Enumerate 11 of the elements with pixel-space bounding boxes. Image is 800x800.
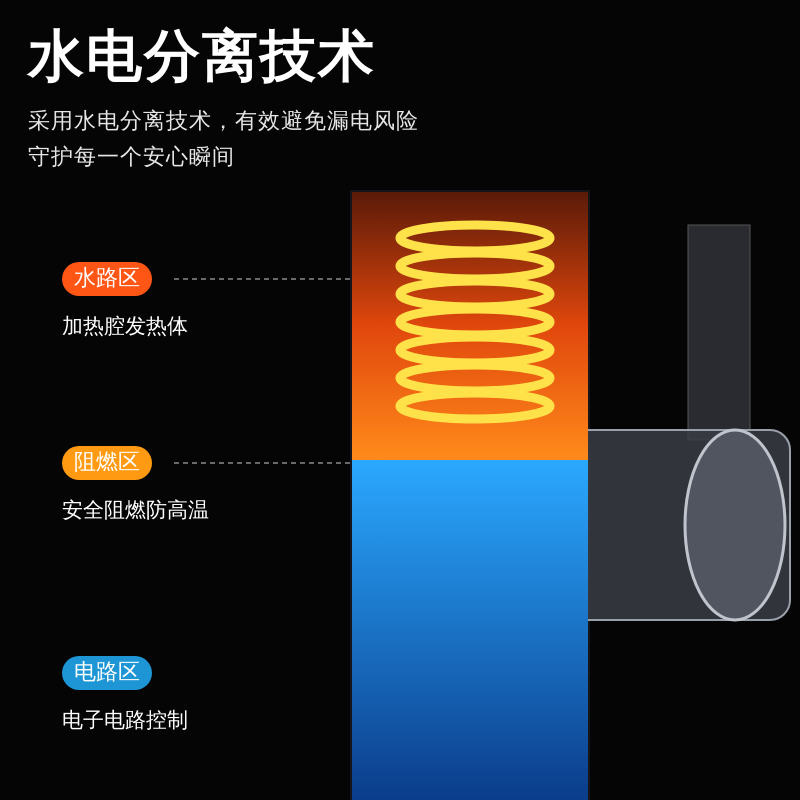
zone-badge: 水路区: [62, 262, 152, 296]
circuit-zone-part: [352, 460, 588, 800]
zone-description: 电子电路控制: [62, 707, 188, 734]
zone-description: 加热腔发热体: [62, 313, 188, 340]
leader-line: [174, 278, 352, 280]
zone-badge: 电路区: [62, 656, 152, 690]
title-heading: 水电分离技术: [28, 23, 376, 91]
zone-description: 安全阻燃防高温: [62, 497, 209, 524]
zone-badge: 阻燃区: [62, 446, 152, 480]
subtitle-text: 采用水电分离技术，有效避免漏电风险守护每一个安心瞬间: [28, 108, 420, 172]
leader-line: [174, 462, 352, 464]
